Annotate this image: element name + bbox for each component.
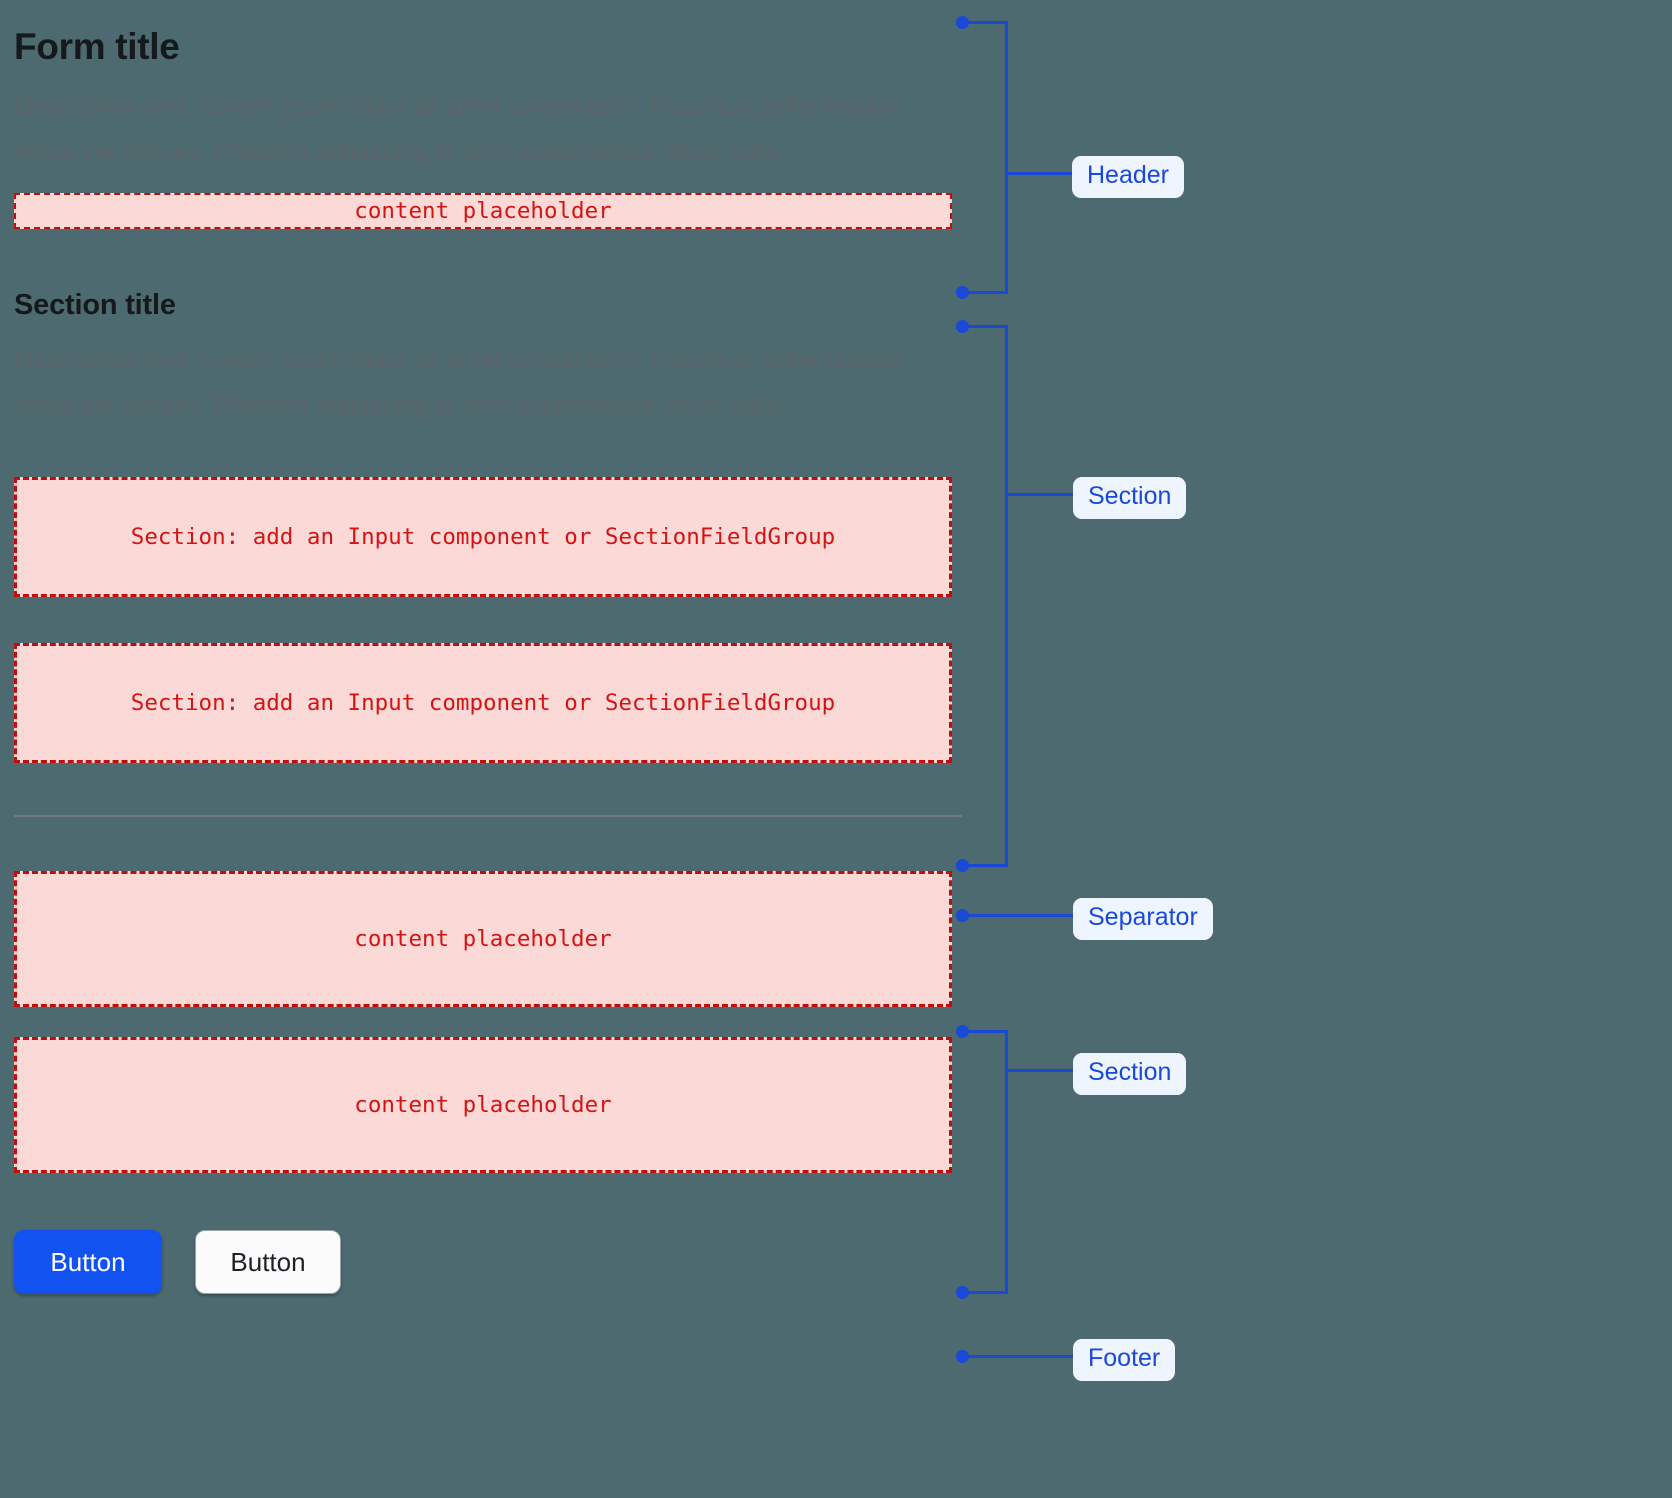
section-two-bracket-arm-bottom <box>968 1291 1008 1294</box>
section-one-bracket-spine <box>1005 325 1008 866</box>
section-one-block: Section title Description text. Lorem ip… <box>14 287 952 763</box>
section-field-placeholder: Section: add an Input component or Secti… <box>14 476 952 597</box>
section-one-bracket-stem <box>1005 493 1073 496</box>
content-placeholder: content placeholder <box>14 1036 952 1173</box>
header-bracket-spine <box>1005 21 1008 293</box>
form-description: Description text. Lorem ipsum dolor sit … <box>14 92 901 166</box>
content-placeholder-label: content placeholder <box>354 1091 612 1118</box>
annotation-pill-section-one[interactable]: Section <box>1073 477 1187 519</box>
secondary-button-label: Button <box>230 1246 306 1277</box>
separator <box>14 814 962 817</box>
secondary-button[interactable]: Button <box>195 1229 341 1294</box>
header-placeholder-label: content placeholder <box>354 198 612 225</box>
primary-button-label: Button <box>50 1246 126 1277</box>
content-placeholder: content placeholder <box>14 870 952 1007</box>
section-field-placeholder-label: Section: add an Input component or Secti… <box>130 523 836 550</box>
header-bracket-stem <box>1005 172 1072 175</box>
section-one-bracket-dot-top <box>956 320 969 333</box>
section-two-bracket-dot-bottom <box>956 1286 969 1299</box>
section-two-bracket-spine <box>1005 1030 1008 1294</box>
section-title: Section title <box>14 289 176 322</box>
annotation-pill-header[interactable]: Header <box>1072 156 1184 198</box>
header-bracket-dot-top <box>956 16 969 29</box>
footer-callout-dot <box>956 1350 969 1363</box>
section-one-bracket-arm-bottom <box>968 864 1008 867</box>
section-two-bracket-arm-top <box>968 1030 1008 1033</box>
annotation-pill-section-two[interactable]: Section <box>1073 1053 1187 1095</box>
form-title: Form title <box>14 26 180 67</box>
annotation-pill-separator[interactable]: Separator <box>1073 898 1213 940</box>
section-two-bracket-stem <box>1005 1069 1073 1072</box>
header-content-placeholder: content placeholder <box>14 193 952 230</box>
annotation-pill-footer[interactable]: Footer <box>1073 1339 1176 1381</box>
form-content-column: Form title Description text. Lorem ipsum… <box>14 0 962 1294</box>
section-two-bracket-dot-top <box>956 1025 969 1038</box>
form-footer: Button Button <box>14 1229 952 1294</box>
section-one-bracket-dot-bottom <box>956 859 969 872</box>
separator-callout-dot <box>956 909 969 922</box>
form-header-block: Form title Description text. Lorem ipsum… <box>14 0 952 230</box>
header-bracket-arm-bottom <box>968 291 1008 294</box>
content-placeholder-label: content placeholder <box>354 925 612 952</box>
section-description: Description text. Lorem ipsum dolor sit … <box>14 345 901 420</box>
header-bracket-dot-bottom <box>956 286 969 299</box>
section-field-placeholder: Section: add an Input component or Secti… <box>14 642 952 763</box>
footer-callout-line <box>968 1355 1073 1358</box>
section-two-block: content placeholder content placeholder <box>14 870 952 1173</box>
section-field-placeholder-label: Section: add an Input component or Secti… <box>130 689 836 716</box>
section-one-bracket-arm-top <box>968 325 1008 328</box>
header-bracket-arm-top <box>968 21 1008 24</box>
primary-button[interactable]: Button <box>14 1229 162 1294</box>
separator-callout-line <box>968 914 1086 917</box>
